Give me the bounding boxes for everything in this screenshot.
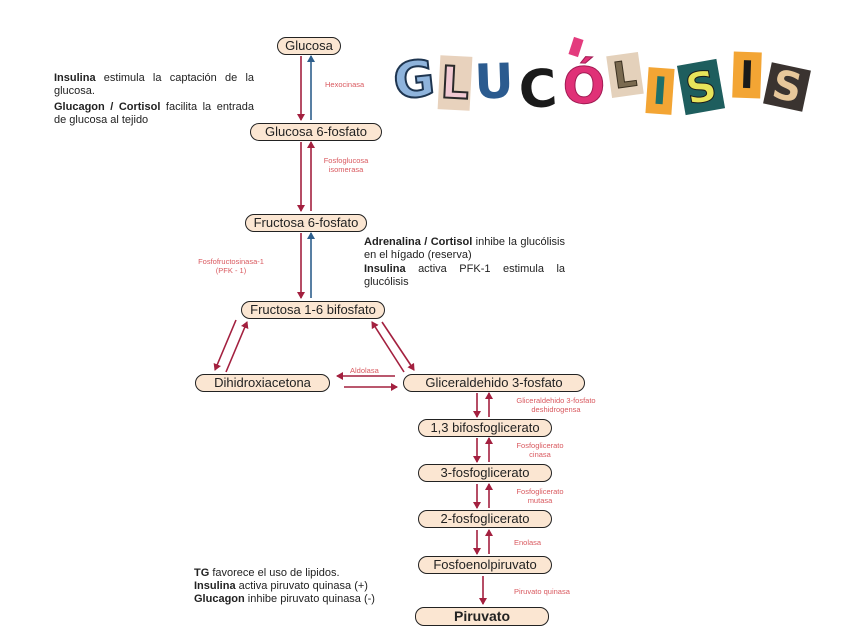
- title-accent-mark: [568, 36, 584, 58]
- note-insulina-pfk1-text: activa PFK-1 estimula la glucólisis: [364, 263, 565, 288]
- node-glucosa-6-fosfato: Glucosa 6-fosfato: [250, 123, 382, 141]
- note-insulina-piruvato-label: Insulina: [194, 580, 236, 592]
- note-glucagon-cortisol: Glucagon / Cortisol facilita la entrada …: [54, 101, 254, 127]
- node-glucosa: Glucosa: [277, 37, 341, 55]
- title-letter-i2: I: [732, 51, 762, 99]
- enzyme-gapdh-line2: deshidrogensa: [531, 405, 581, 414]
- enzyme-piruvato-quinasa: Piruvato quinasa: [514, 587, 570, 596]
- title-letter-s2: S: [763, 62, 811, 112]
- enzyme-fosfoglicerato-cinasa: Fosfoglicerato cinasa: [510, 441, 570, 459]
- note-tg-text: favorece el uso de lipidos.: [209, 567, 340, 579]
- title-glucolisis: G L U C Ó L I S I S: [390, 36, 813, 122]
- note-glucagon-text: facilita la entrada de glucosa al tejido: [54, 101, 255, 126]
- node-fructosa-6-fosfato: Fructosa 6-fosfato: [245, 214, 367, 232]
- note-insulina-pfk1: Insulina activa PFK-1 estimula la glucól…: [364, 263, 565, 289]
- enzyme-pfk1-line2: (PFK - 1): [215, 266, 247, 275]
- title-letter-u: U: [473, 53, 515, 111]
- note-adrenalina-text: inhibe la glucólisis en el hígado (reser…: [364, 236, 566, 261]
- note-insulina-piruvato: Insulina activa piruvato quinasa (+): [194, 580, 424, 593]
- title-letter-i1: I: [645, 67, 675, 115]
- enzyme-aldolasa: Aldolasa: [350, 366, 379, 375]
- enzyme-fosfoglucosa-line1: Fosfoglucosa: [323, 156, 369, 165]
- note-insulina-text: estimula la captación de la glucosa.: [54, 72, 254, 97]
- note-insulina-glucagon: Insulina estimula la captación de la glu…: [54, 72, 254, 127]
- note-adrenalina-cortisol: Adrenalina / Cortisol inhibe la glucólis…: [364, 236, 565, 262]
- enzyme-fosfoglicerato-mutasa: Fosfoglicerato mutasa: [510, 487, 570, 505]
- note-insulina-captacion: Insulina estimula la captación de la glu…: [54, 72, 254, 98]
- arrow-f16-to-gap: [381, 321, 415, 371]
- note-insulina-label: Insulina: [54, 72, 96, 84]
- node-piruvato: Piruvato: [415, 607, 549, 626]
- note-insulina-piruvato-text: activa piruvato quinasa (+): [235, 580, 368, 592]
- arrow-f16-to-dhap: [213, 319, 237, 371]
- enzyme-gapdh-line1: Gliceraldehido 3-fosfato: [516, 396, 596, 405]
- enzyme-pfk1-line1: Fosfofructosinasa-1: [198, 257, 264, 266]
- title-letter-o: Ó: [561, 56, 607, 116]
- title-letter-l1: L: [437, 55, 473, 111]
- note-glucagon-label: Glucagon / Cortisol: [54, 101, 161, 113]
- enzyme-pgm-line1: Fosfoglicerato: [516, 487, 564, 496]
- node-1-3-bifosfoglicerato: 1,3 bifosfoglicerato: [418, 419, 552, 437]
- note-insulina-pfk1-label: Insulina: [364, 263, 406, 275]
- enzyme-pgk-line1: Fosfoglicerato: [516, 441, 564, 450]
- note-tg-insulina-glucagon: TG favorece el uso de lipidos. Insulina …: [194, 567, 424, 606]
- note-tg: TG favorece el uso de lipidos.: [194, 567, 424, 580]
- enzyme-enolasa: Enolasa: [514, 538, 542, 547]
- enzyme-fosfoglucosa-line2: isomerasa: [328, 165, 364, 174]
- enzyme-pgm-line2: mutasa: [527, 496, 553, 505]
- enzyme-pfk1: Fosfofructosinasa-1 (PFK - 1): [192, 257, 270, 275]
- arrow-dhap-to-f16: [225, 321, 249, 373]
- enzyme-gapdh: Gliceraldehido 3-fosfato deshidrogensa: [508, 396, 604, 414]
- enzyme-fosfoglucosa-isomerasa: Fosfoglucosa isomerasa: [320, 156, 372, 174]
- note-glucagon-piruvato-label: Glucagon: [194, 593, 245, 605]
- title-letter-l2: L: [606, 51, 644, 99]
- title-letter-c: C: [515, 58, 561, 122]
- title-letter-s1: S: [676, 58, 726, 116]
- note-glucagon-piruvato-text: inhibe piruvato quinasa (-): [244, 593, 375, 605]
- note-adrenalina-insulina: Adrenalina / Cortisol inhibe la glucólis…: [364, 236, 565, 289]
- node-dihidroxiacetona: Dihidroxiacetona: [195, 374, 330, 392]
- note-glucagon-piruvato: Glucagon inhibe piruvato quinasa (-): [194, 593, 424, 606]
- enzyme-hexocinasa: Hexocinasa: [325, 80, 365, 89]
- note-tg-label: TG: [194, 567, 210, 579]
- note-adrenalina-label: Adrenalina / Cortisol: [364, 236, 473, 248]
- enzyme-pgk-line2: cinasa: [529, 450, 551, 459]
- title-letter-g: G: [390, 48, 439, 112]
- node-fructosa-1-6-bifosfato: Fructosa 1-6 bifosfato: [241, 301, 385, 319]
- node-gliceraldehido-3-fosfato: Gliceraldehido 3-fosfato: [403, 374, 585, 392]
- arrow-gap-to-f16: [371, 321, 405, 373]
- node-fosfoenolpiruvato: Fosfoenolpiruvato: [418, 556, 552, 574]
- node-3-fosfoglicerato: 3-fosfoglicerato: [418, 464, 552, 482]
- node-2-fosfoglicerato: 2-fosfoglicerato: [418, 510, 552, 528]
